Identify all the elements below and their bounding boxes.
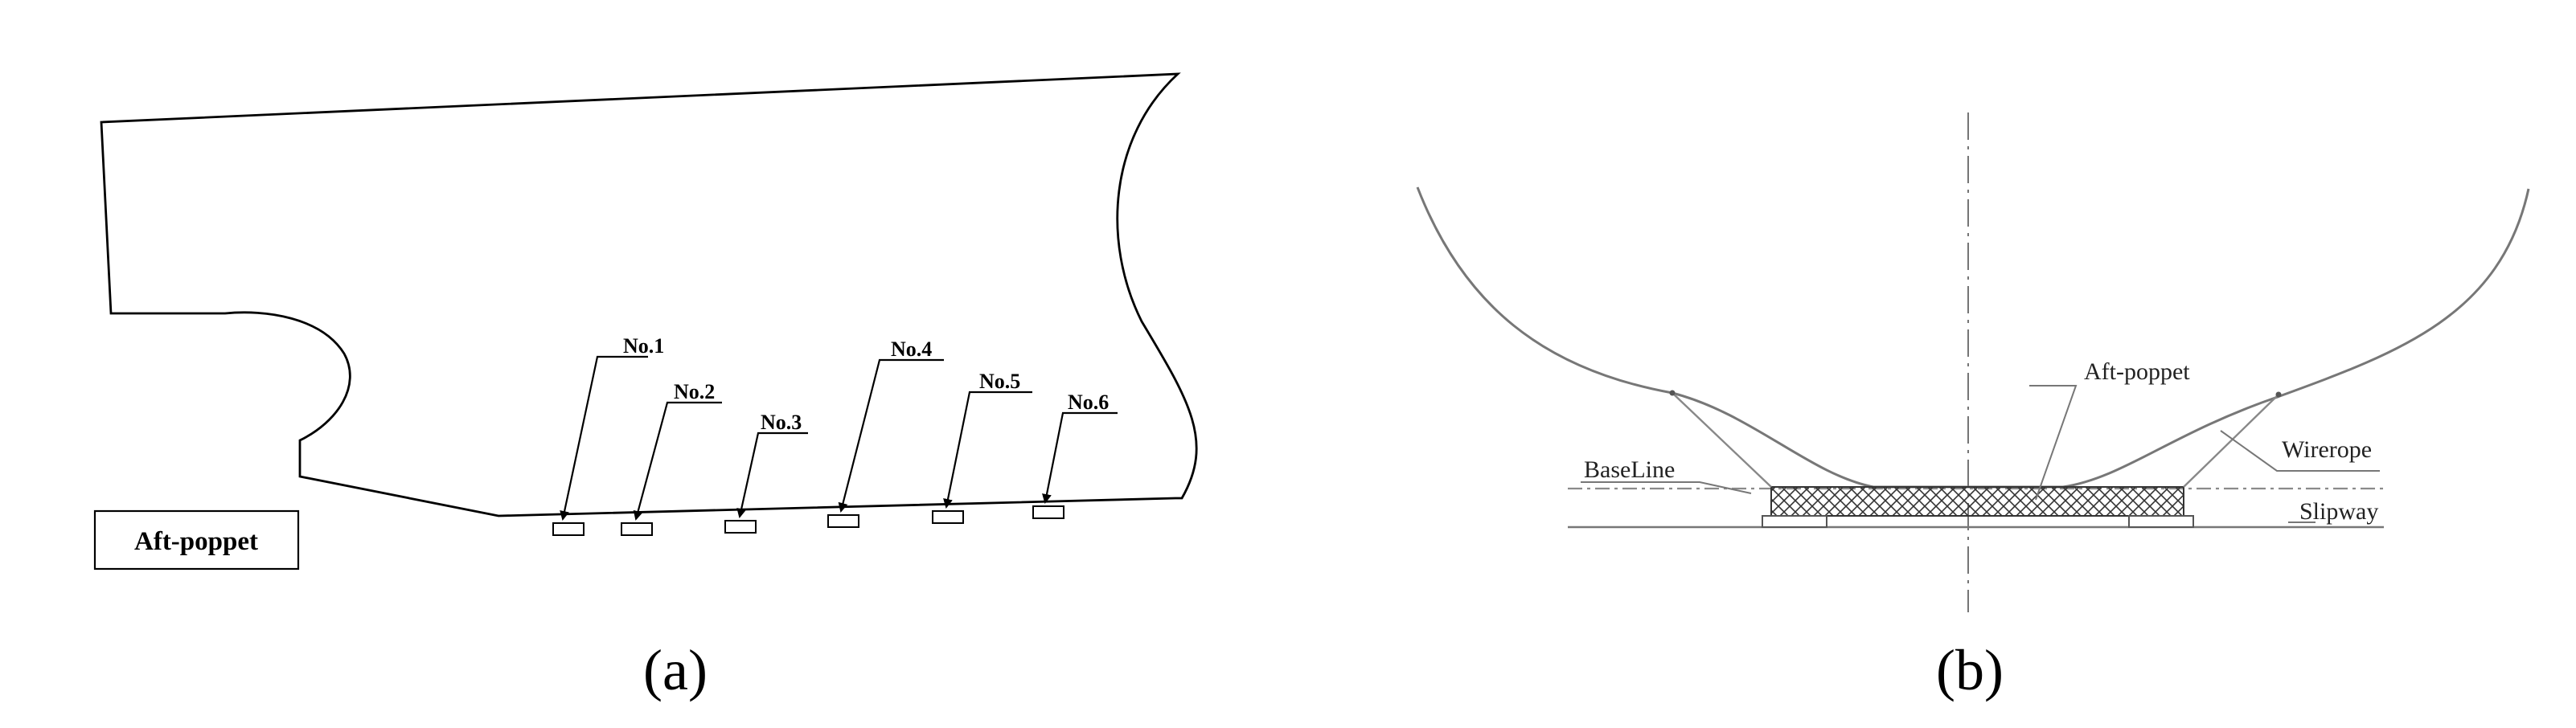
label-baseline: BaseLine	[1584, 456, 1675, 483]
leader-1	[560, 355, 648, 521]
poppet-label-2: No.2	[674, 380, 715, 403]
poppet-leaders	[560, 355, 1118, 521]
slipway-pad-left	[1762, 515, 1827, 528]
poppet-block-4	[827, 514, 859, 528]
leader-5	[943, 391, 1032, 509]
caption-a: (a)	[643, 638, 708, 702]
aft-poppet-box-label: Aft-poppet	[134, 527, 258, 556]
poppet-label-1: No.1	[623, 334, 664, 358]
aft-poppet-cradle	[1770, 486, 2184, 517]
label-slipway: Slipway	[2299, 498, 2378, 525]
poppet-block-2	[621, 522, 653, 536]
panel-b: Aft-poppet BaseLine Wirerope Slipway (b)	[1416, 112, 2530, 702]
leader-3	[736, 431, 808, 518]
poppet-blocks	[552, 505, 1064, 536]
poppet-label-4: No.4	[891, 337, 932, 361]
leader-4	[838, 358, 944, 513]
poppet-block-3	[724, 520, 757, 534]
panel-a: No.1 No.2 No.3 No.4 No.5 No.6 Aft-poppet…	[93, 72, 1198, 702]
label-aft-poppet: Aft-poppet	[2084, 358, 2190, 385]
label-leaders-b	[1581, 385, 2380, 523]
hull-profile	[100, 72, 1198, 517]
slipway-pad-right	[2128, 515, 2194, 528]
poppet-block-5	[932, 510, 964, 524]
leader-aft-poppet	[2029, 385, 2078, 501]
caption-b: (b)	[1936, 638, 2004, 702]
poppet-label-3: No.3	[761, 411, 802, 434]
label-wirerope: Wirerope	[2282, 436, 2372, 463]
wirerope-right-anchor	[2275, 391, 2282, 398]
leader-baseline	[1581, 481, 1752, 494]
leader-6	[1042, 411, 1118, 504]
poppet-block-1	[552, 522, 585, 536]
leader-wirerope	[2220, 430, 2380, 472]
wirerope-right	[2183, 394, 2279, 488]
poppet-block-6	[1032, 505, 1064, 519]
poppet-label-6: No.6	[1068, 391, 1109, 414]
leader-2	[633, 401, 722, 521]
wirerope-left	[1672, 392, 1772, 488]
aft-poppet-box	[93, 509, 300, 571]
wirerope-left-anchor	[1669, 390, 1676, 396]
poppet-label-5: No.5	[979, 370, 1020, 393]
